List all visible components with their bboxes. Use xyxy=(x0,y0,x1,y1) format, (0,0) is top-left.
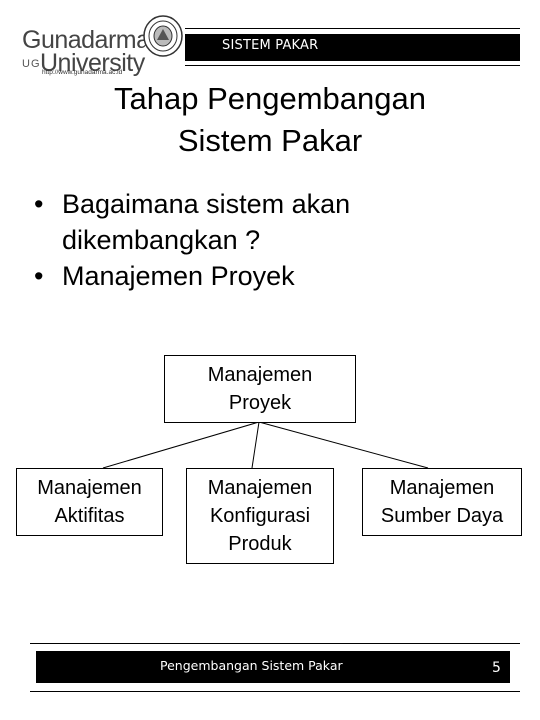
header-divider-top xyxy=(185,28,520,29)
logo-text-ug: UG xyxy=(22,58,41,70)
bullet-text: Manajemen Proyek xyxy=(62,261,295,291)
diagram-node-label: Manajemen Aktifitas xyxy=(37,477,142,527)
logo-url: http://www.gunadarma.ac.id xyxy=(42,69,123,76)
bullet-text: Bagaimana sistem akan dikembangkan ? xyxy=(62,189,351,255)
header-title: SISTEM PAKAR xyxy=(222,38,319,53)
bullet-dot-icon: • xyxy=(34,189,44,219)
connector-root-to-aktifitas xyxy=(102,421,260,469)
diagram-node-aktifitas: Manajemen Aktifitas xyxy=(16,468,163,536)
header-bar xyxy=(185,34,520,61)
diagram-node-sumber-daya: Manajemen Sumber Daya xyxy=(362,468,522,536)
footer-bar xyxy=(36,651,510,683)
footer-divider-bottom xyxy=(30,691,520,692)
diagram-node-label: Manajemen Konfigurasi Produk xyxy=(207,477,313,555)
slide-title-line-2: Sistem Pakar xyxy=(177,123,363,158)
connector-root-to-konfigurasi xyxy=(251,421,260,469)
footer-divider-top xyxy=(30,643,520,644)
bullet-item: • Manajemen Proyek xyxy=(34,258,514,294)
diagram-node-root: Manajemen Proyek xyxy=(164,355,356,423)
slide-title-line-1: Tahap Pengembangan xyxy=(114,81,426,116)
page-number: 5 xyxy=(492,660,501,676)
connector-root-to-sumber-daya xyxy=(258,421,429,469)
diagram-node-konfigurasi: Manajemen Konfigurasi Produk xyxy=(186,468,334,564)
bullet-dot-icon: • xyxy=(34,261,44,291)
university-logo: Gunadarma UG University http://www.gunad… xyxy=(14,12,184,82)
logo-text-university: University xyxy=(40,49,145,77)
diagram-node-label: Manajemen Proyek xyxy=(207,364,313,414)
slide-title: Tahap Pengembangan Sistem Pakar xyxy=(20,78,520,162)
university-seal-icon xyxy=(143,15,183,57)
bullet-item: • Bagaimana sistem akan dikembangkan ? xyxy=(34,186,514,258)
footer-text: Pengembangan Sistem Pakar xyxy=(160,658,343,673)
bullet-list: • Bagaimana sistem akan dikembangkan ? •… xyxy=(34,186,514,294)
diagram-node-label: Manajemen Sumber Daya xyxy=(380,477,504,527)
header-divider-bottom xyxy=(185,65,520,66)
logo-text-gunadarma: Gunadarma xyxy=(22,26,150,54)
